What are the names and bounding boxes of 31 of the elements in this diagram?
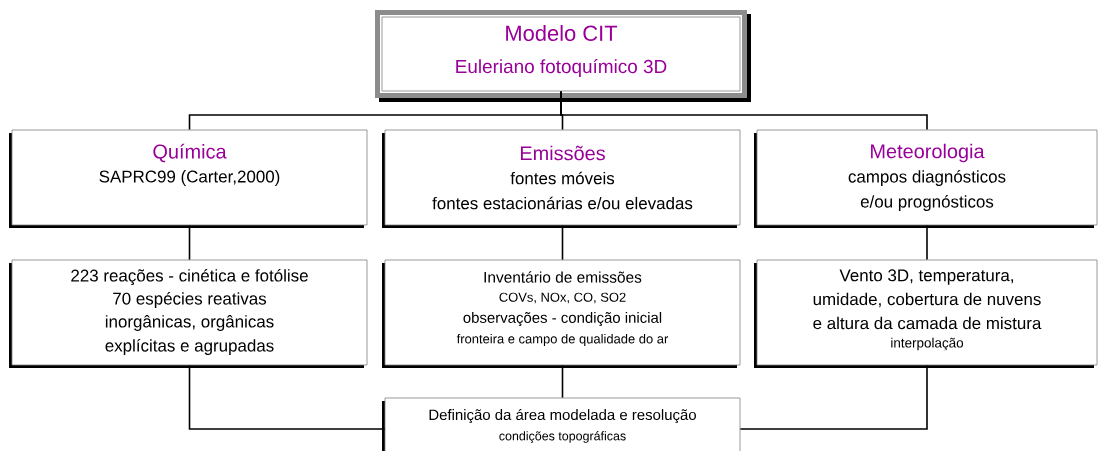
box-text: interpolação [891, 337, 964, 351]
box-text: Vento 3D, temperatura, [839, 269, 1013, 285]
connector-line [560, 90, 928, 131]
connector-line [561, 364, 564, 399]
box-heading: Meteorologia [871, 143, 985, 163]
box-heading: Química [153, 143, 227, 163]
box-text: fontes móveis [510, 171, 615, 185]
box-text: fronteira e campo de qualidade do ar [456, 333, 669, 347]
box-heading: Modelo CIT [506, 24, 618, 42]
connector-line [739, 364, 928, 430]
box-heading: Emissões [520, 145, 605, 161]
box-text: inorgânicas, orgânicas [105, 315, 274, 331]
box-text: condições topográficas [499, 431, 626, 443]
connector-line [188, 224, 191, 261]
connector-line [926, 224, 928, 261]
box-text: campos diagnósticos [848, 170, 1006, 186]
box-text: COVs, NOx, CO, SO2 [499, 292, 626, 304]
box-text: Inventário de emissões [484, 271, 642, 283]
box-text: 70 espécies reativas [113, 292, 267, 308]
box-text: fontes estacionárias e/ou elevadas [432, 196, 693, 210]
box-text: e/ou prognósticos [860, 195, 994, 211]
box-text: 223 reações - cinética e fotólise [71, 268, 308, 286]
connector-line [561, 224, 564, 261]
connector-line [188, 364, 386, 430]
box-text: umidade, cobertura de nuvens [813, 292, 1041, 308]
box-text: Definição da área modelada e resolução [429, 408, 696, 424]
box-heading: Euleriano fotoquímico 3D [456, 59, 667, 77]
box-text: observações - condição inicial [463, 312, 662, 326]
box-text: explícitas e agrupadas [105, 339, 274, 355]
box-text: e altura da camada de mistura [813, 316, 1042, 330]
box-text: SAPRC99 (Carter,2000) [99, 170, 280, 186]
